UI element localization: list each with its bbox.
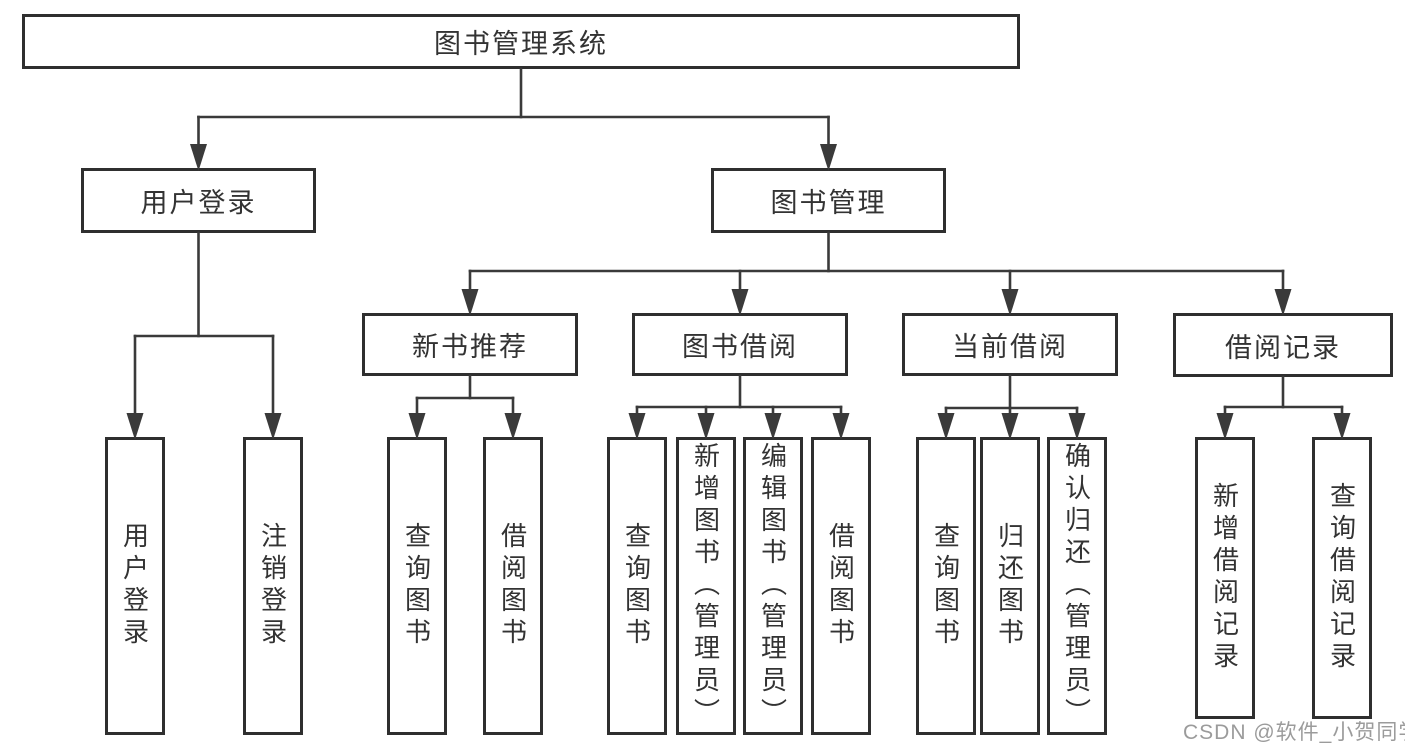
node-borrow-record: 借阅记录 [1173,313,1393,377]
node-rec-borrow-book: 借阅图书 [483,437,543,735]
node-label-user-login: 用户登录 [140,188,257,218]
arrowhead-cb-query-book [937,413,955,440]
arrowhead-br-query-record [1333,413,1351,440]
arrowhead-cb-return-book [1001,413,1019,440]
arrowhead-new-book-rec [461,289,479,316]
node-user-login: 用户登录 [81,168,316,233]
arrowhead-current-borrow [1001,289,1019,316]
arrowhead-bb-add-book [697,413,715,440]
arrowhead-bb-edit-book [764,413,782,440]
node-book-borrow: 图书借阅 [632,313,848,376]
node-label-book-mgmt: 图书管理 [770,188,887,218]
watermark: CSDN @软件_小贺同学 [1183,721,1405,744]
node-book-mgmt: 图书管理 [711,168,946,233]
arrowhead-book-borrow [731,289,749,316]
arrowhead-cb-confirm-return [1068,413,1086,440]
arrowhead-user-login-leaf [126,413,144,440]
node-label-new-book-rec: 新书推荐 [412,332,528,362]
arrowhead-user-logout-leaf [264,413,282,440]
arrowhead-user-login [190,144,207,171]
arrowhead-bb-query-book [628,413,646,440]
node-label-current-borrow: 当前借阅 [952,332,1068,362]
node-label-bb-edit-book: 编辑图书（管理员） [757,442,788,730]
node-root: 图书管理系统 [22,14,1020,69]
node-rec-query-book: 查询图书 [387,437,447,735]
node-new-book-rec: 新书推荐 [362,313,578,376]
node-bb-edit-book: 编辑图书（管理员） [743,437,803,735]
node-user-login-leaf: 用户登录 [105,437,165,735]
node-label-root: 图书管理系统 [434,29,608,59]
node-label-user-logout-leaf: 注销登录 [257,522,288,650]
node-label-book-borrow: 图书借阅 [682,332,798,362]
arrowhead-book-mgmt [820,144,837,171]
node-bb-borrow-book: 借阅图书 [811,437,871,735]
node-current-borrow: 当前借阅 [902,313,1118,376]
arrowhead-borrow-record [1274,289,1292,316]
node-cb-confirm-return: 确认归还（管理员） [1047,437,1107,735]
arrowhead-bb-borrow-book [832,413,850,440]
arrowhead-rec-borrow-book [504,413,522,440]
node-label-br-query-record: 查询借阅记录 [1326,482,1357,674]
node-label-rec-query-book: 查询图书 [401,522,432,650]
node-label-cb-confirm-return: 确认归还（管理员） [1061,442,1092,730]
arrowhead-rec-query-book [408,413,426,440]
node-user-logout-leaf: 注销登录 [243,437,303,735]
node-br-query-record: 查询借阅记录 [1312,437,1372,719]
node-cb-query-book: 查询图书 [916,437,976,735]
node-br-add-record: 新增借阅记录 [1195,437,1255,719]
node-label-user-login-leaf: 用户登录 [119,522,150,650]
node-label-cb-return-book: 归还图书 [994,522,1025,650]
node-label-borrow-record: 借阅记录 [1225,332,1341,363]
node-bb-query-book: 查询图书 [607,437,667,735]
arrowhead-br-add-record [1216,413,1234,440]
node-cb-return-book: 归还图书 [980,437,1040,735]
node-label-rec-borrow-book: 借阅图书 [497,522,528,650]
node-bb-add-book: 新增图书（管理员） [676,437,736,735]
node-label-bb-add-book: 新增图书（管理员） [690,442,721,730]
node-label-cb-query-book: 查询图书 [930,522,961,650]
node-label-bb-borrow-book: 借阅图书 [825,522,856,650]
node-label-br-add-record: 新增借阅记录 [1209,482,1240,674]
node-label-bb-query-book: 查询图书 [621,522,652,650]
